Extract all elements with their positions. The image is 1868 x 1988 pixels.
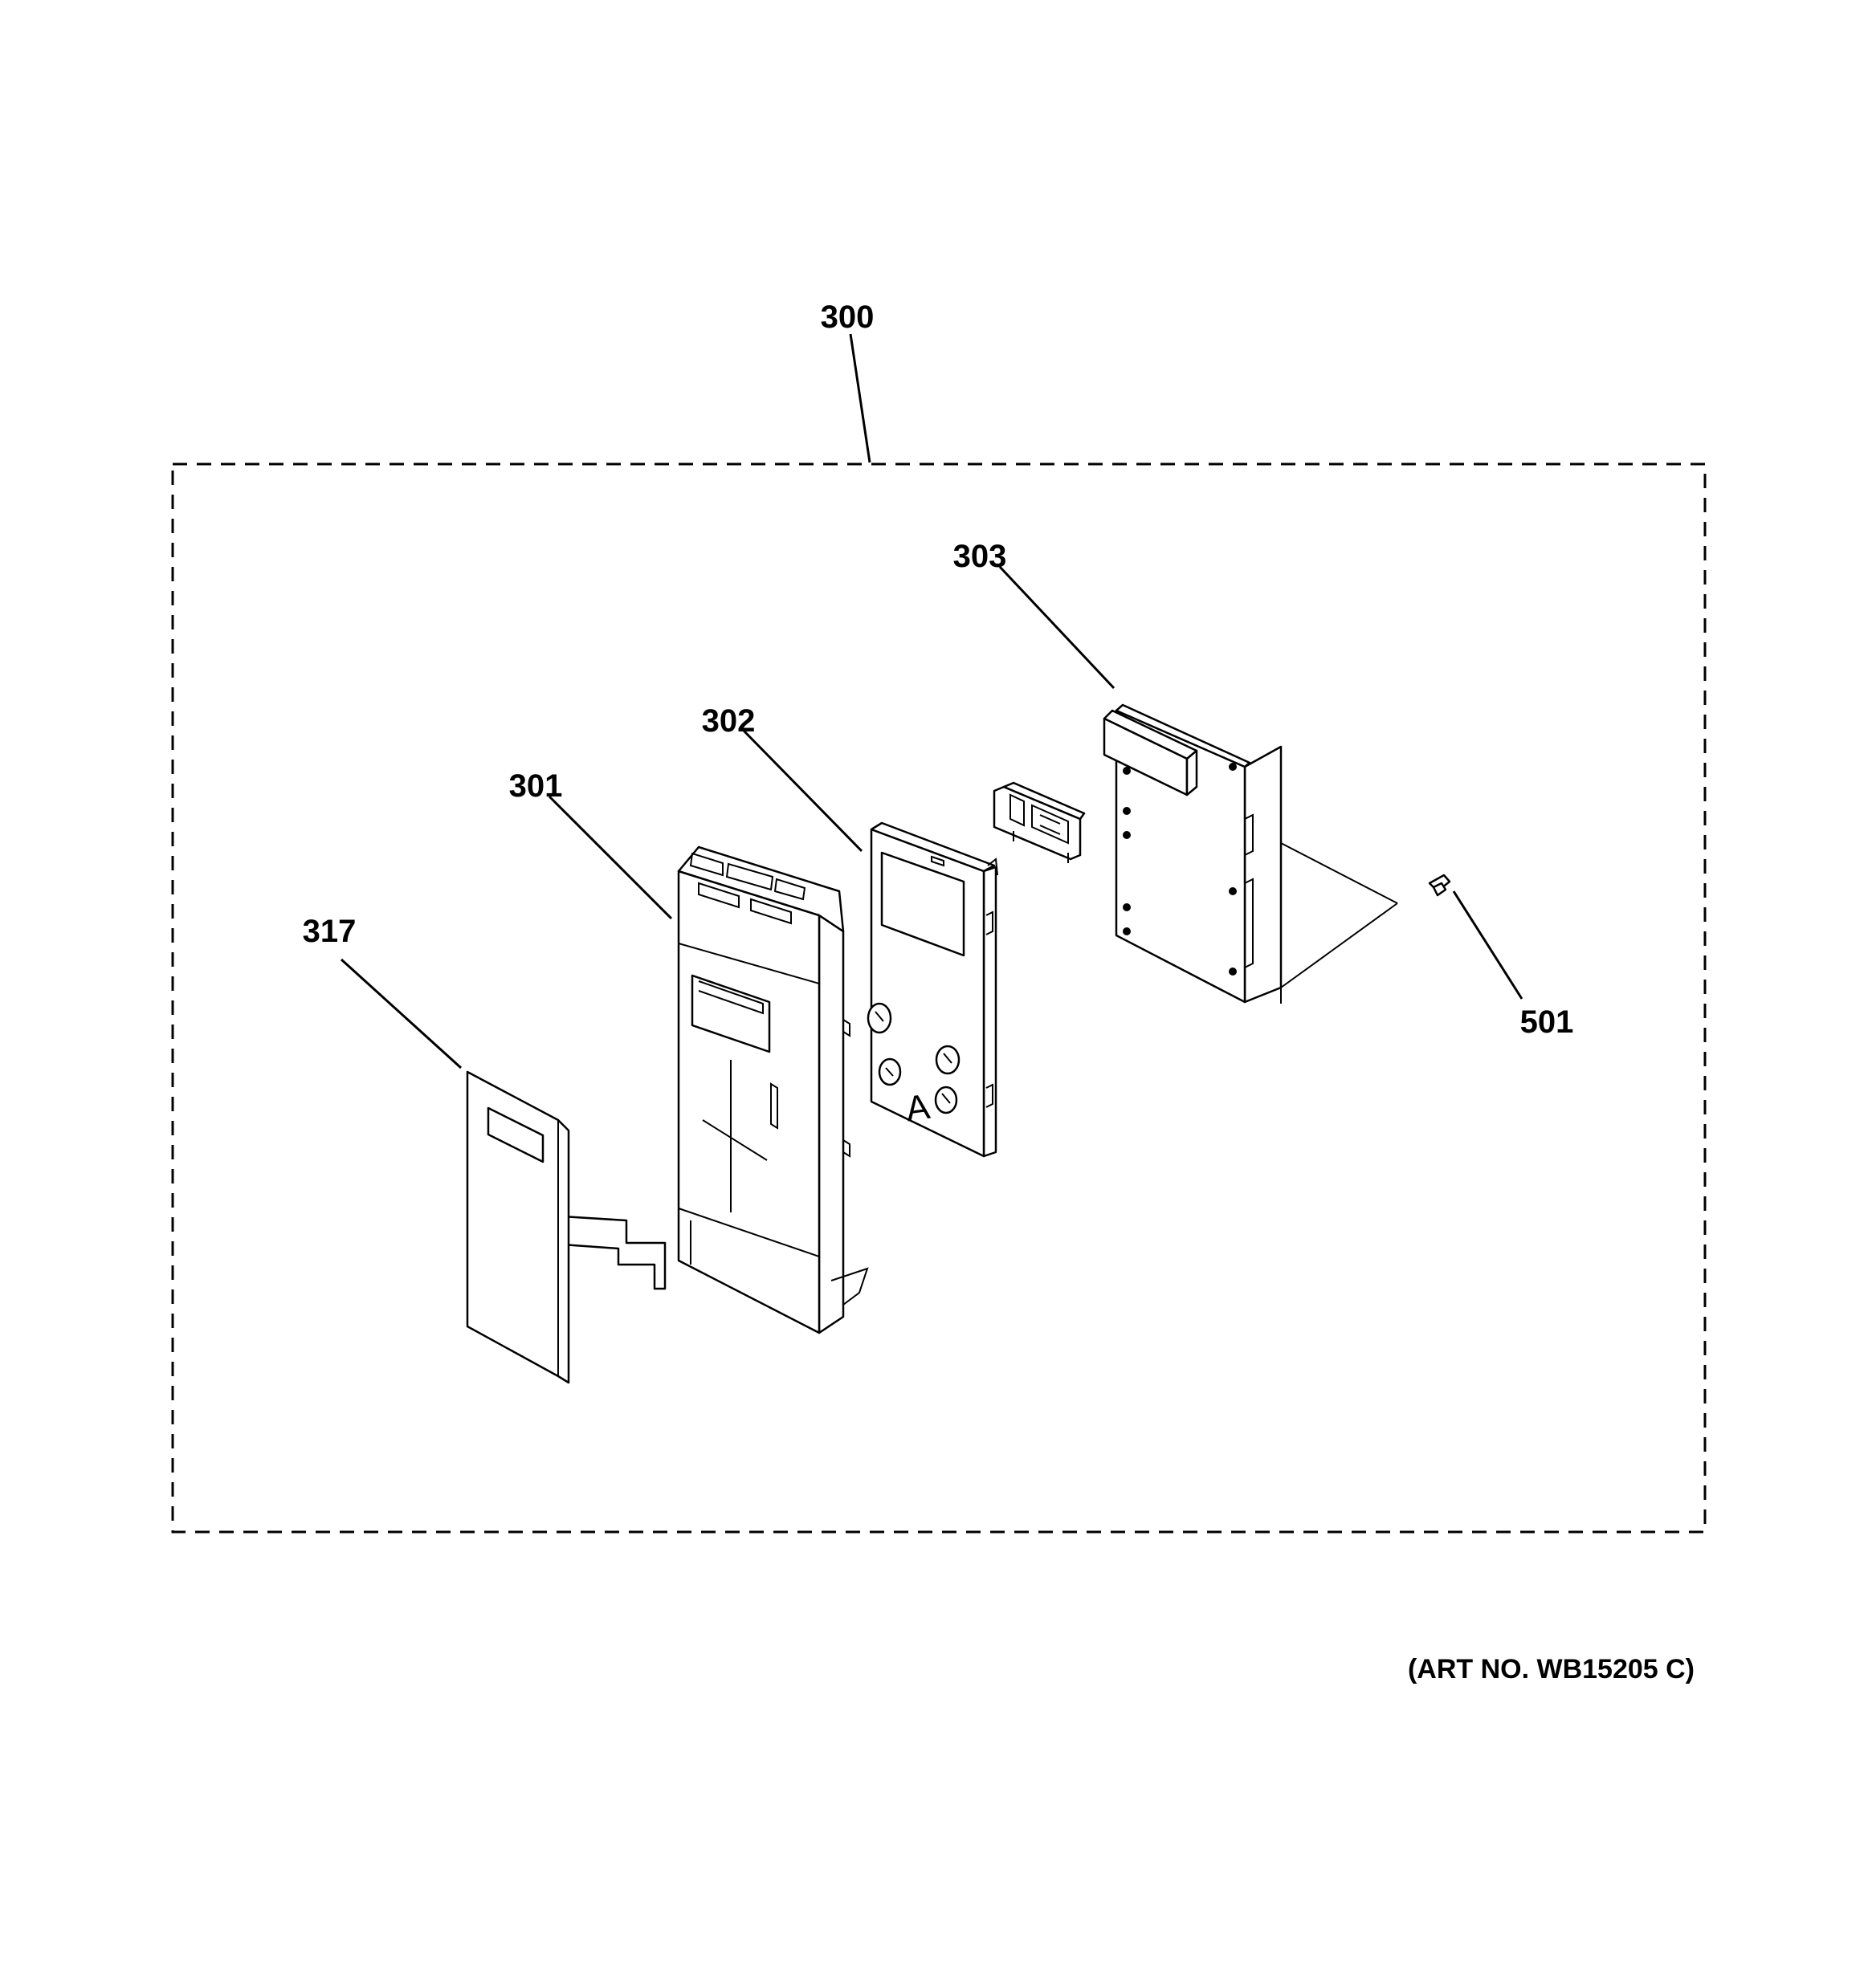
leader-300: [849, 333, 871, 463]
callout-302: 302: [702, 703, 756, 739]
membrane-switch-part[interactable]: [466, 1070, 667, 1384]
leader-317: [340, 958, 463, 1069]
callout-501: 501: [1520, 1004, 1574, 1040]
screw-part[interactable]: [1428, 874, 1451, 897]
control-panel-part[interactable]: [677, 845, 869, 1334]
leader-302: [742, 729, 863, 853]
leader-303: [998, 565, 1115, 690]
art-number: (ART NO. WB15205 C): [1408, 1654, 1695, 1685]
callout-317: 317: [303, 914, 357, 949]
control-board-part[interactable]: [1103, 703, 1398, 1004]
connector-clip-part[interactable]: [993, 781, 1086, 863]
panel-frame-part[interactable]: A: [867, 821, 998, 1158]
callout-303: 303: [953, 539, 1007, 574]
callout-300: 300: [821, 299, 875, 335]
leader-501: [1452, 890, 1523, 1000]
leader-301: [548, 795, 673, 920]
callout-301: 301: [509, 768, 563, 804]
